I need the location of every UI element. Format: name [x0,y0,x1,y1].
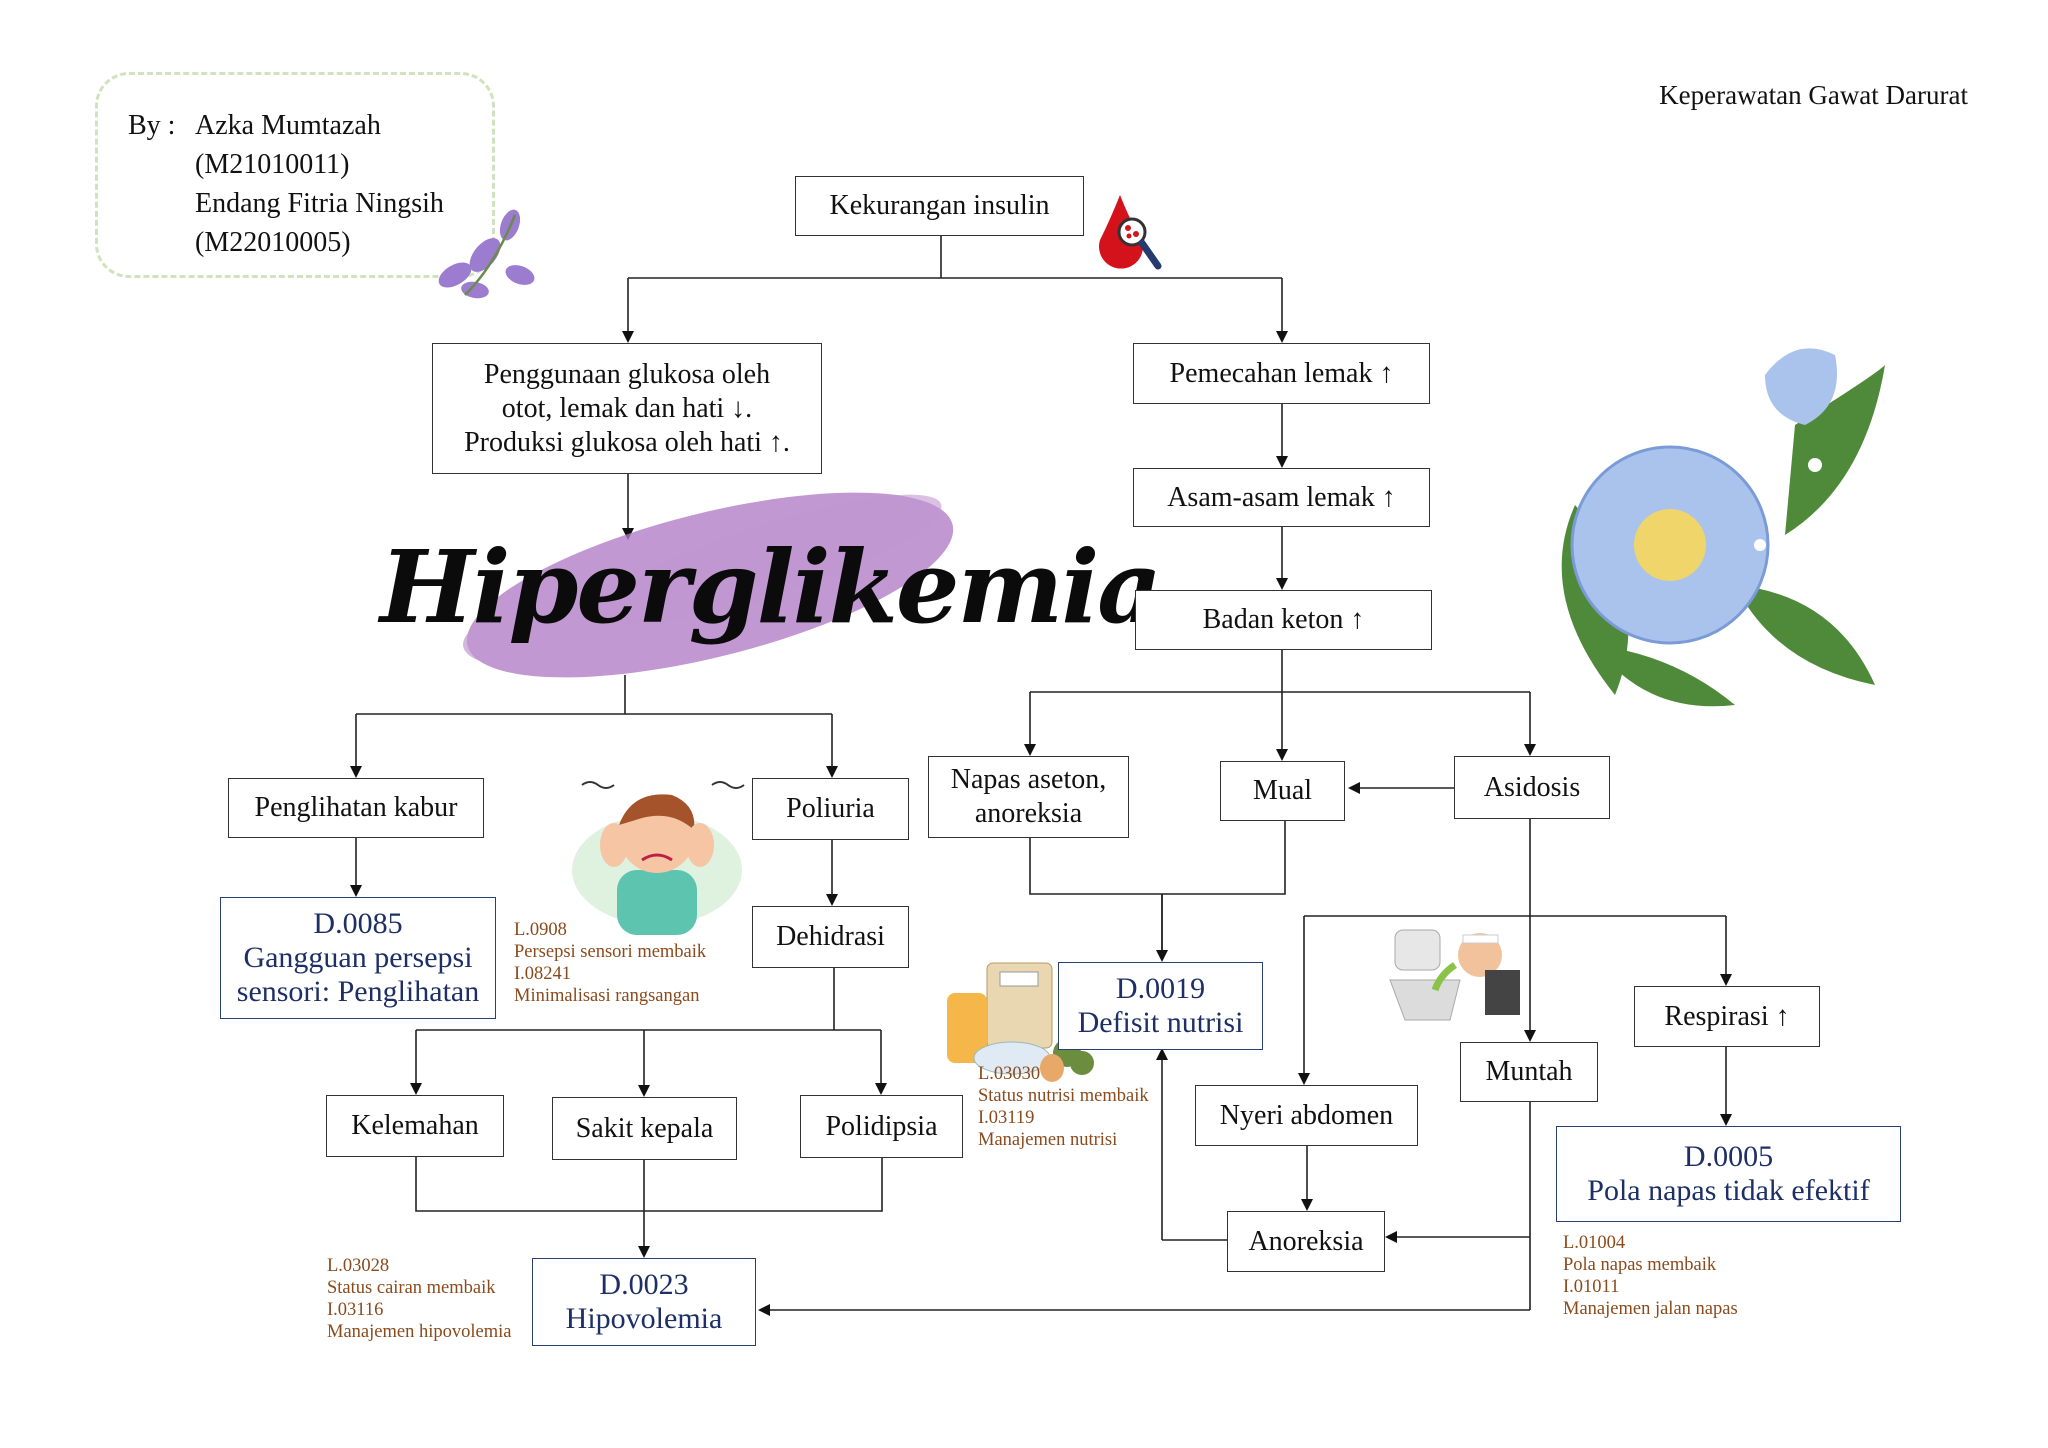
blood-drop-magnifier-icon [1099,195,1162,270]
diagnosis-d0005: D.0005 Pola napas tidak efektif [1556,1126,1901,1222]
note-d0005: L.01004 Pola napas membaik I.01011 Manaj… [1563,1233,1738,1319]
node-napas-aseton: Napas aseton, anoreksia [928,756,1129,838]
by-label: By : [128,110,176,141]
node-respirasi: Respirasi ↑ [1634,986,1820,1047]
credit-line: (M22010005) [195,227,351,258]
node-sakit-kepala: Sakit kepala [552,1097,737,1160]
credit-line: Endang Fitria Ningsih [195,188,444,219]
node-kelemahan: Kelemahan [326,1095,504,1157]
wire-keton-split [1030,650,1530,693]
node-badan-keton: Badan keton ↑ [1135,590,1432,650]
node-mual: Mual [1220,761,1345,821]
note-d0019: L.03030 Status nutrisi membaik I.03119 M… [978,1064,1149,1150]
node-anoreksia: Anoreksia [1227,1211,1385,1272]
wire-dehidrasi-split [416,968,881,1031]
note-d0085: L.0908 Persepsi sensori membaik I.08241 … [514,920,707,1006]
diagnosis-d0023: D.0023 Hipovolemia [532,1258,756,1346]
blue-flower-icon [1561,348,1885,707]
purple-brush-icon [463,492,954,678]
wire-insulin-split [628,236,1282,279]
node-penggunaan-glukosa: Penggunaan glukosa oleh otot, lemak dan … [432,343,822,474]
lavender-flower-icon [438,209,535,299]
note-d0023: L.03028 Status cairan membaik I.03116 Ma… [327,1256,512,1342]
credits-card [95,72,495,278]
headache-boy-icon [572,781,745,935]
nutrition-food-icon [947,962,1094,1082]
node-asidosis: Asidosis [1454,756,1610,819]
wire-merge-d0019 [1029,821,1286,959]
vomiting-person-icon [1389,929,1520,1021]
diagnosis-d0019: D.0019 Defisit nutrisi [1058,962,1263,1050]
diagram-title: Hiperglikemia [380,528,1162,646]
node-penglihatan-kabur: Penglihatan kabur [228,778,484,838]
wire-asidosis-down [1304,819,1726,917]
node-dehidrasi: Dehidrasi [752,906,909,968]
node-polidipsia: Polidipsia [800,1095,963,1158]
node-poliuria: Poliuria [752,778,909,840]
diagnosis-d0085: D.0085 Gangguan persepsi sensori: Pengli… [220,897,496,1019]
node-asam-lemak: Asam-asam lemak ↑ [1133,468,1430,527]
node-muntah: Muntah [1460,1042,1598,1102]
wire-hiper-split [356,675,832,715]
credit-line: (M21010011) [195,149,350,180]
node-pemecahan-lemak: Pemecahan lemak ↑ [1133,343,1430,404]
node-nyeri-abdomen: Nyeri abdomen [1195,1085,1418,1146]
wire-merge-d0023 [415,1157,883,1212]
node-kekurangan-insulin: Kekurangan insulin [795,176,1084,236]
course-title: Keperawatan Gawat Darurat [1659,80,1968,110]
credit-line: Azka Mumtazah [195,110,381,141]
